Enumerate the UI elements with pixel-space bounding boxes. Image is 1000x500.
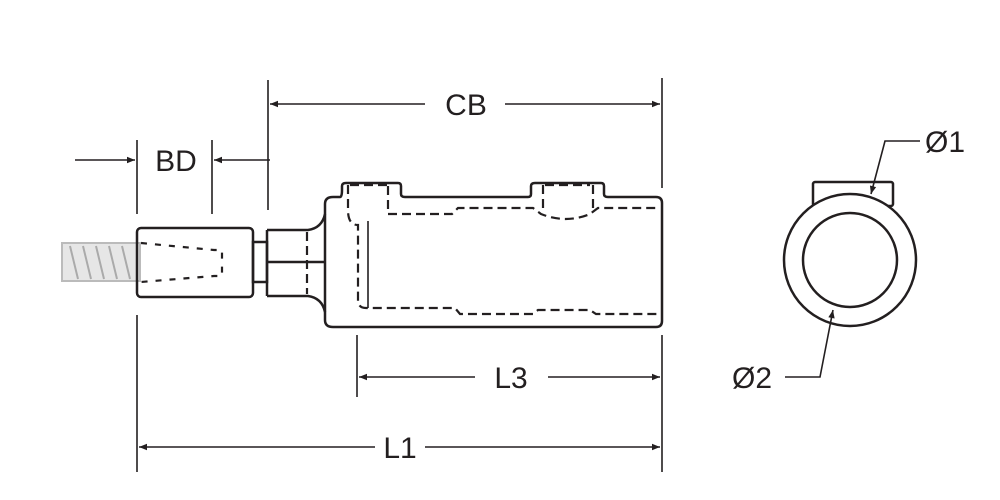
l3-label: L3 xyxy=(494,362,527,395)
coupler-sleeve xyxy=(135,226,255,299)
hex-neck xyxy=(251,213,327,313)
bd-label: BD xyxy=(155,145,197,178)
l1-label: L1 xyxy=(383,432,416,465)
d1-label: Ø1 xyxy=(925,126,965,159)
dimension-bd: BD xyxy=(75,145,270,178)
end-view xyxy=(782,180,918,328)
leader-d1: Ø1 xyxy=(869,126,965,195)
cb-label: CB xyxy=(445,89,487,122)
extension-lines xyxy=(136,78,663,472)
rebar xyxy=(61,242,141,282)
coupler-body xyxy=(323,181,664,329)
dimension-l1: L1 xyxy=(139,432,660,465)
leader-d2: Ø2 xyxy=(732,309,835,395)
d2-label: Ø2 xyxy=(732,362,772,395)
dimension-cb: CB xyxy=(270,89,660,122)
dimension-l3: L3 xyxy=(359,362,660,395)
